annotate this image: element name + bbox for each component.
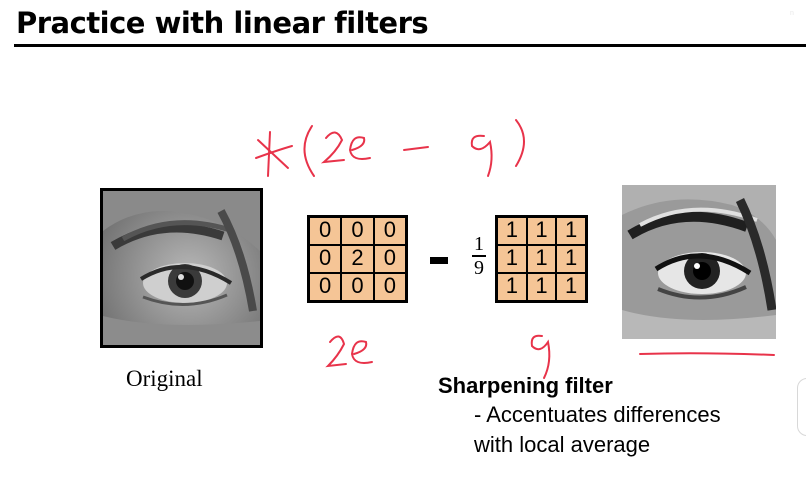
letter-e-stroke bbox=[348, 136, 371, 160]
minus-sign bbox=[430, 257, 448, 264]
matrix-cell: 0 bbox=[309, 273, 342, 301]
open-paren-stroke bbox=[303, 125, 315, 177]
box-kernel-matrix: 1 1 1 1 1 1 1 1 1 bbox=[495, 215, 588, 303]
original-caption: Original bbox=[126, 366, 203, 391]
letter-e-stroke bbox=[350, 340, 373, 364]
matrix-cell: 1 bbox=[556, 273, 586, 301]
matrix-cell: 1 bbox=[556, 245, 586, 273]
letter-g-stroke bbox=[530, 334, 551, 379]
title-divider bbox=[14, 44, 806, 47]
matrix-cell: 0 bbox=[373, 217, 406, 245]
asterisk-stroke bbox=[257, 139, 289, 169]
matrix-cell: 0 bbox=[373, 245, 406, 273]
sharpened-image bbox=[622, 185, 776, 339]
matrix-cell: 1 bbox=[526, 245, 557, 273]
matrix-cell: 2 bbox=[341, 245, 374, 273]
matrix-cell: 1 bbox=[556, 217, 586, 245]
matrix-cell: 1 bbox=[526, 273, 557, 301]
minus-stroke bbox=[403, 146, 429, 151]
matrix-cell: 0 bbox=[341, 217, 374, 245]
matrix-cell: 0 bbox=[341, 273, 374, 301]
digit-2-stroke bbox=[320, 131, 345, 164]
scroll-handle[interactable] bbox=[797, 378, 806, 436]
description-line-2: with local average bbox=[474, 432, 651, 457]
fraction-bar bbox=[472, 255, 486, 257]
matrix-cell: 0 bbox=[309, 217, 342, 245]
digit-2-stroke bbox=[325, 335, 347, 368]
sharpening-filter-title: Sharpening filter bbox=[438, 373, 613, 398]
identity-kernel-matrix: 0 0 0 0 2 0 0 0 0 bbox=[307, 215, 408, 303]
matrix-cell: 1 bbox=[497, 273, 527, 301]
fraction-numerator: 1 bbox=[474, 233, 484, 255]
corner-mark: n bbox=[790, 10, 794, 17]
eye-photo-icon bbox=[103, 191, 260, 345]
matrix-cell: 0 bbox=[309, 245, 342, 273]
description-line-1: - Accentuates differences bbox=[474, 402, 721, 427]
asterisk-stroke bbox=[255, 145, 293, 159]
slide-title: Practice with linear filters bbox=[16, 6, 429, 40]
underline-stroke bbox=[639, 352, 775, 356]
one-ninth-fraction: 1 9 bbox=[472, 234, 486, 278]
original-image bbox=[100, 188, 263, 348]
matrix-cell: 1 bbox=[497, 217, 527, 245]
sharpened-eye-photo-icon bbox=[622, 185, 776, 339]
matrix-cell: 0 bbox=[373, 273, 406, 301]
matrix-cell: 1 bbox=[497, 245, 527, 273]
close-paren-stroke bbox=[515, 119, 525, 167]
letter-g-stroke bbox=[470, 134, 493, 177]
fraction-denominator: 9 bbox=[474, 256, 484, 279]
matrix-cell: 1 bbox=[526, 217, 557, 245]
